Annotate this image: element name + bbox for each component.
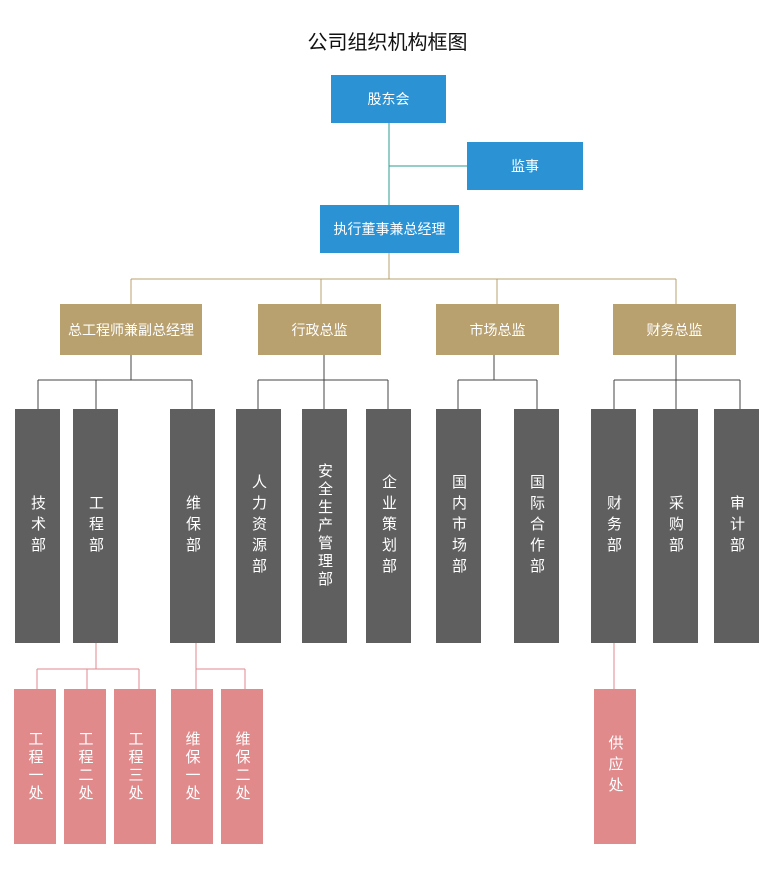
department-label: 维保部 <box>184 494 202 558</box>
director-box: 总工程师兼副总经理 <box>60 304 202 355</box>
office-label: 供应处 <box>606 735 625 798</box>
department-box: 技术部 <box>15 409 60 643</box>
director-label: 行政总监 <box>291 322 348 339</box>
gm-label: 执行董事兼总经理 <box>333 222 446 238</box>
shareholders-label: 股东会 <box>367 92 410 108</box>
office-box: 维保二处 <box>221 689 263 844</box>
gm-box: 执行董事兼总经理 <box>320 205 459 253</box>
director-box: 市场总监 <box>436 304 559 355</box>
office-label: 维保一处 <box>183 730 202 803</box>
department-label: 安全生产管理部 <box>316 463 334 589</box>
office-box: 维保一处 <box>171 689 213 844</box>
office-box: 工程一处 <box>14 689 56 844</box>
department-label: 审计部 <box>728 494 746 558</box>
supervisor-label: 监事 <box>511 159 539 175</box>
office-label: 工程一处 <box>26 730 45 803</box>
department-label: 工程部 <box>87 494 105 558</box>
office-label: 维保二处 <box>233 730 252 803</box>
department-box: 国际合作部 <box>514 409 559 643</box>
director-box: 财务总监 <box>613 304 736 355</box>
office-box: 工程三处 <box>114 689 156 844</box>
director-label: 市场总监 <box>469 322 526 339</box>
department-box: 人力资源部 <box>236 409 281 643</box>
department-box: 安全生产管理部 <box>302 409 347 643</box>
director-label: 总工程师兼副总经理 <box>68 322 194 339</box>
office-label: 工程三处 <box>126 730 145 803</box>
supervisor-box: 监事 <box>467 142 583 190</box>
chart-title: 公司组织机构框图 <box>307 30 468 54</box>
department-box: 采购部 <box>653 409 698 643</box>
department-label: 人力资源部 <box>250 473 268 579</box>
office-box: 供应处 <box>594 689 636 844</box>
department-box: 工程部 <box>73 409 118 643</box>
department-label: 技术部 <box>29 494 47 558</box>
office-label: 工程二处 <box>76 730 95 803</box>
director-label: 财务总监 <box>646 322 703 339</box>
shareholders-box: 股东会 <box>331 75 446 123</box>
director-box: 行政总监 <box>258 304 381 355</box>
department-box: 企业策划部 <box>366 409 411 643</box>
department-label: 企业策划部 <box>380 473 398 579</box>
department-box: 国内市场部 <box>436 409 481 643</box>
department-label: 国际合作部 <box>528 473 546 579</box>
office-box: 工程二处 <box>64 689 106 844</box>
department-box: 审计部 <box>714 409 759 643</box>
department-label: 采购部 <box>667 494 685 558</box>
department-box: 财务部 <box>591 409 636 643</box>
department-label: 国内市场部 <box>450 473 468 579</box>
department-label: 财务部 <box>605 494 623 558</box>
department-box: 维保部 <box>170 409 215 643</box>
